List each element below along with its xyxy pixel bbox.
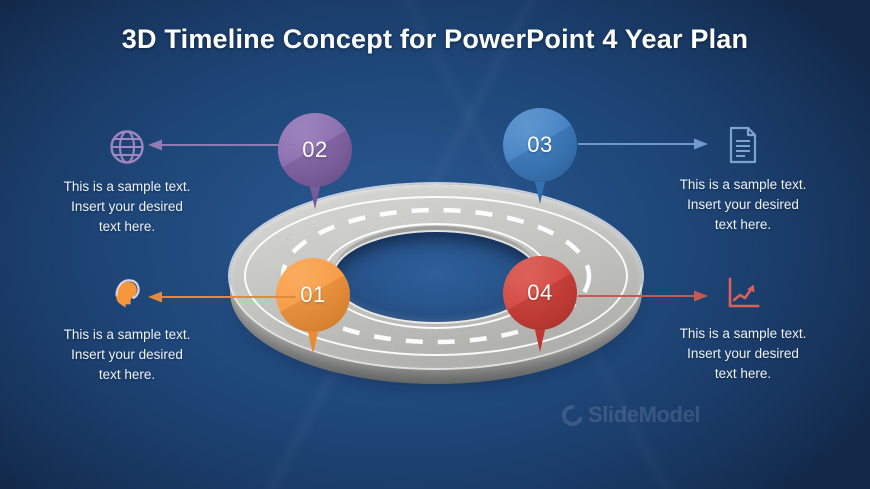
marker-label-03: 03 — [527, 132, 553, 157]
content-text-bottom-right: This is a sample text. Insert your desir… — [679, 326, 807, 381]
marker-label-02: 02 — [302, 137, 328, 162]
connector-arrow-01 — [148, 291, 296, 303]
marker-pin-04[interactable]: 04 — [503, 256, 577, 352]
connector-arrow-02 — [148, 139, 296, 151]
document-icon — [628, 122, 858, 168]
content-text-bottom-left: This is a sample text. Insert your desir… — [63, 327, 191, 382]
marker-pin-03[interactable]: 03 — [503, 108, 577, 204]
content-text-top-right: This is a sample text. Insert your desir… — [679, 177, 807, 232]
marker-pin-02[interactable]: 02 — [278, 113, 352, 209]
globe-icon — [12, 124, 242, 170]
pin-bulb — [278, 113, 352, 187]
pin-bulb — [503, 108, 577, 182]
page-title: 3D Timeline Concept for PowerPoint 4 Yea… — [121, 24, 749, 54]
marker-pin-01[interactable]: 01 — [276, 258, 350, 354]
marker-label-04: 04 — [527, 280, 553, 305]
pin-bulb — [503, 256, 577, 330]
slidemodel-ring-logo-icon — [557, 400, 588, 430]
connector-arrow-04 — [578, 290, 708, 302]
content-block-top-right: This is a sample text. Insert your desir… — [628, 122, 858, 235]
head-mind-icon — [12, 272, 242, 318]
content-block-bottom-right: This is a sample text. Insert your desir… — [628, 271, 858, 384]
content-block-top-left: This is a sample text. Insert your desir… — [12, 124, 242, 237]
marker-label-01: 01 — [300, 282, 326, 307]
watermark-label: SlideModel — [588, 402, 701, 427]
content-text-top-left: This is a sample text. Insert your desir… — [63, 179, 191, 234]
slidemodel-watermark: SlideModel — [557, 398, 772, 432]
growth-chart-icon — [628, 271, 858, 317]
content-block-bottom-left: This is a sample text. Insert your desir… — [12, 272, 242, 385]
pin-bulb — [276, 258, 350, 332]
connector-arrow-03 — [578, 138, 708, 150]
